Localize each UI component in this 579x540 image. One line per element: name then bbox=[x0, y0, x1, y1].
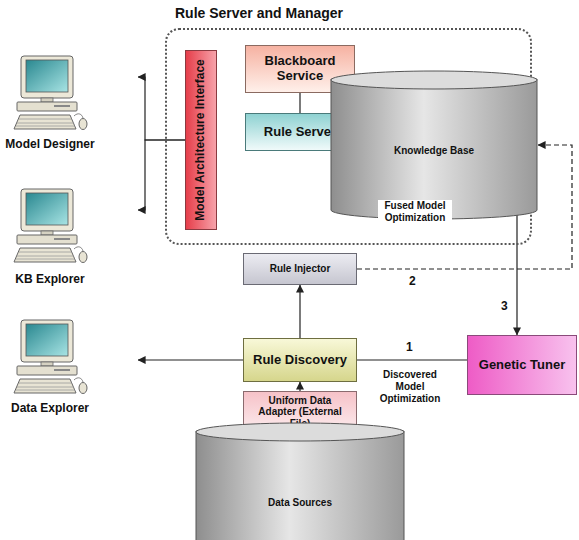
connector bbox=[357, 359, 467, 360]
computer-icon bbox=[14, 56, 87, 130]
cylinder-outline bbox=[330, 70, 538, 220]
node-label: Rule Server bbox=[264, 125, 336, 140]
computer-icon bbox=[14, 189, 87, 263]
interface-bar: Model Architecture Interface bbox=[185, 50, 217, 230]
connector bbox=[299, 93, 300, 113]
callout-number: 1 bbox=[404, 341, 415, 354]
server-group: Rule Server and ManagerModel Architectur… bbox=[165, 28, 532, 245]
workstation: KB Explorer bbox=[0, 185, 138, 287]
node-label: Rule Injector bbox=[270, 263, 331, 275]
callout-number: 3 bbox=[499, 300, 510, 313]
node-label: Model Architecture Interface bbox=[194, 59, 208, 221]
computer-icon bbox=[14, 320, 87, 394]
connector bbox=[299, 382, 300, 391]
cylinder-top bbox=[331, 71, 537, 89]
connector bbox=[138, 140, 185, 210]
node-label: Genetic Tuner bbox=[479, 358, 565, 373]
connector bbox=[138, 77, 185, 140]
process-box: Rule Discovery bbox=[243, 338, 357, 382]
process-box: Rule Injector bbox=[243, 253, 357, 285]
workstation: Model Designer bbox=[0, 52, 138, 152]
node-label: Data Sources bbox=[268, 497, 332, 509]
workstation: Data Explorer bbox=[0, 316, 138, 416]
database-cylinder: Data Sources bbox=[195, 422, 405, 540]
connector bbox=[299, 285, 300, 338]
node-label: Model Designer bbox=[0, 138, 138, 152]
cylinder-top bbox=[196, 423, 404, 441]
process-box: Genetic Tuner bbox=[467, 335, 577, 395]
cylinder-outline bbox=[195, 422, 405, 540]
edge-caption: Fused Model Optimization bbox=[378, 200, 452, 224]
connector bbox=[138, 359, 243, 360]
group-title: Rule Server and Manager bbox=[175, 5, 343, 21]
node-label: Knowledge Base bbox=[394, 145, 474, 157]
database-cylinder: Knowledge Base bbox=[330, 70, 538, 220]
cylinder-body bbox=[331, 79, 537, 219]
cylinder-body bbox=[196, 431, 404, 540]
node-label: KB Explorer bbox=[0, 273, 138, 287]
callout-number: 2 bbox=[407, 275, 418, 288]
node-label: Data Explorer bbox=[0, 402, 138, 416]
edge-caption: Discovered Model Optimization bbox=[374, 369, 446, 405]
node-label: Rule Discovery bbox=[253, 353, 347, 368]
